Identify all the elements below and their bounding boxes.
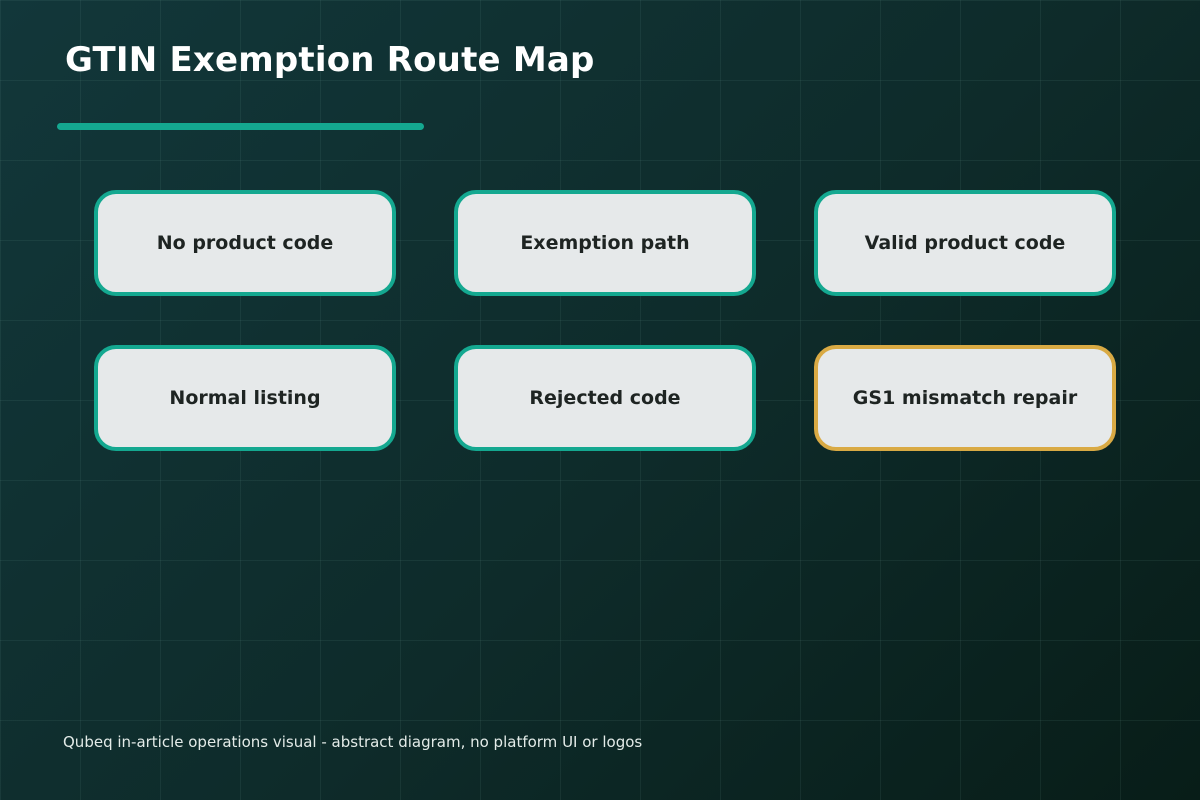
node-label: Exemption path bbox=[520, 232, 690, 254]
node-label: GS1 mismatch repair bbox=[852, 387, 1078, 409]
node-no-product-code: No product code bbox=[94, 190, 396, 296]
node-label: Normal listing bbox=[169, 387, 321, 409]
node-normal-listing: Normal listing bbox=[94, 345, 396, 451]
title-underline bbox=[57, 123, 424, 130]
node-rejected-code: Rejected code bbox=[454, 345, 756, 451]
footer-caption: Qubeq in-article operations visual - abs… bbox=[63, 733, 643, 751]
node-exemption-path: Exemption path bbox=[454, 190, 756, 296]
node-label: Rejected code bbox=[529, 387, 681, 409]
node-gs1-mismatch-repair: GS1 mismatch repair bbox=[814, 345, 1116, 451]
diagram-title: GTIN Exemption Route Map bbox=[65, 40, 595, 80]
node-label: Valid product code bbox=[864, 232, 1066, 254]
node-label: No product code bbox=[156, 232, 334, 254]
node-valid-product-code: Valid product code bbox=[814, 190, 1116, 296]
